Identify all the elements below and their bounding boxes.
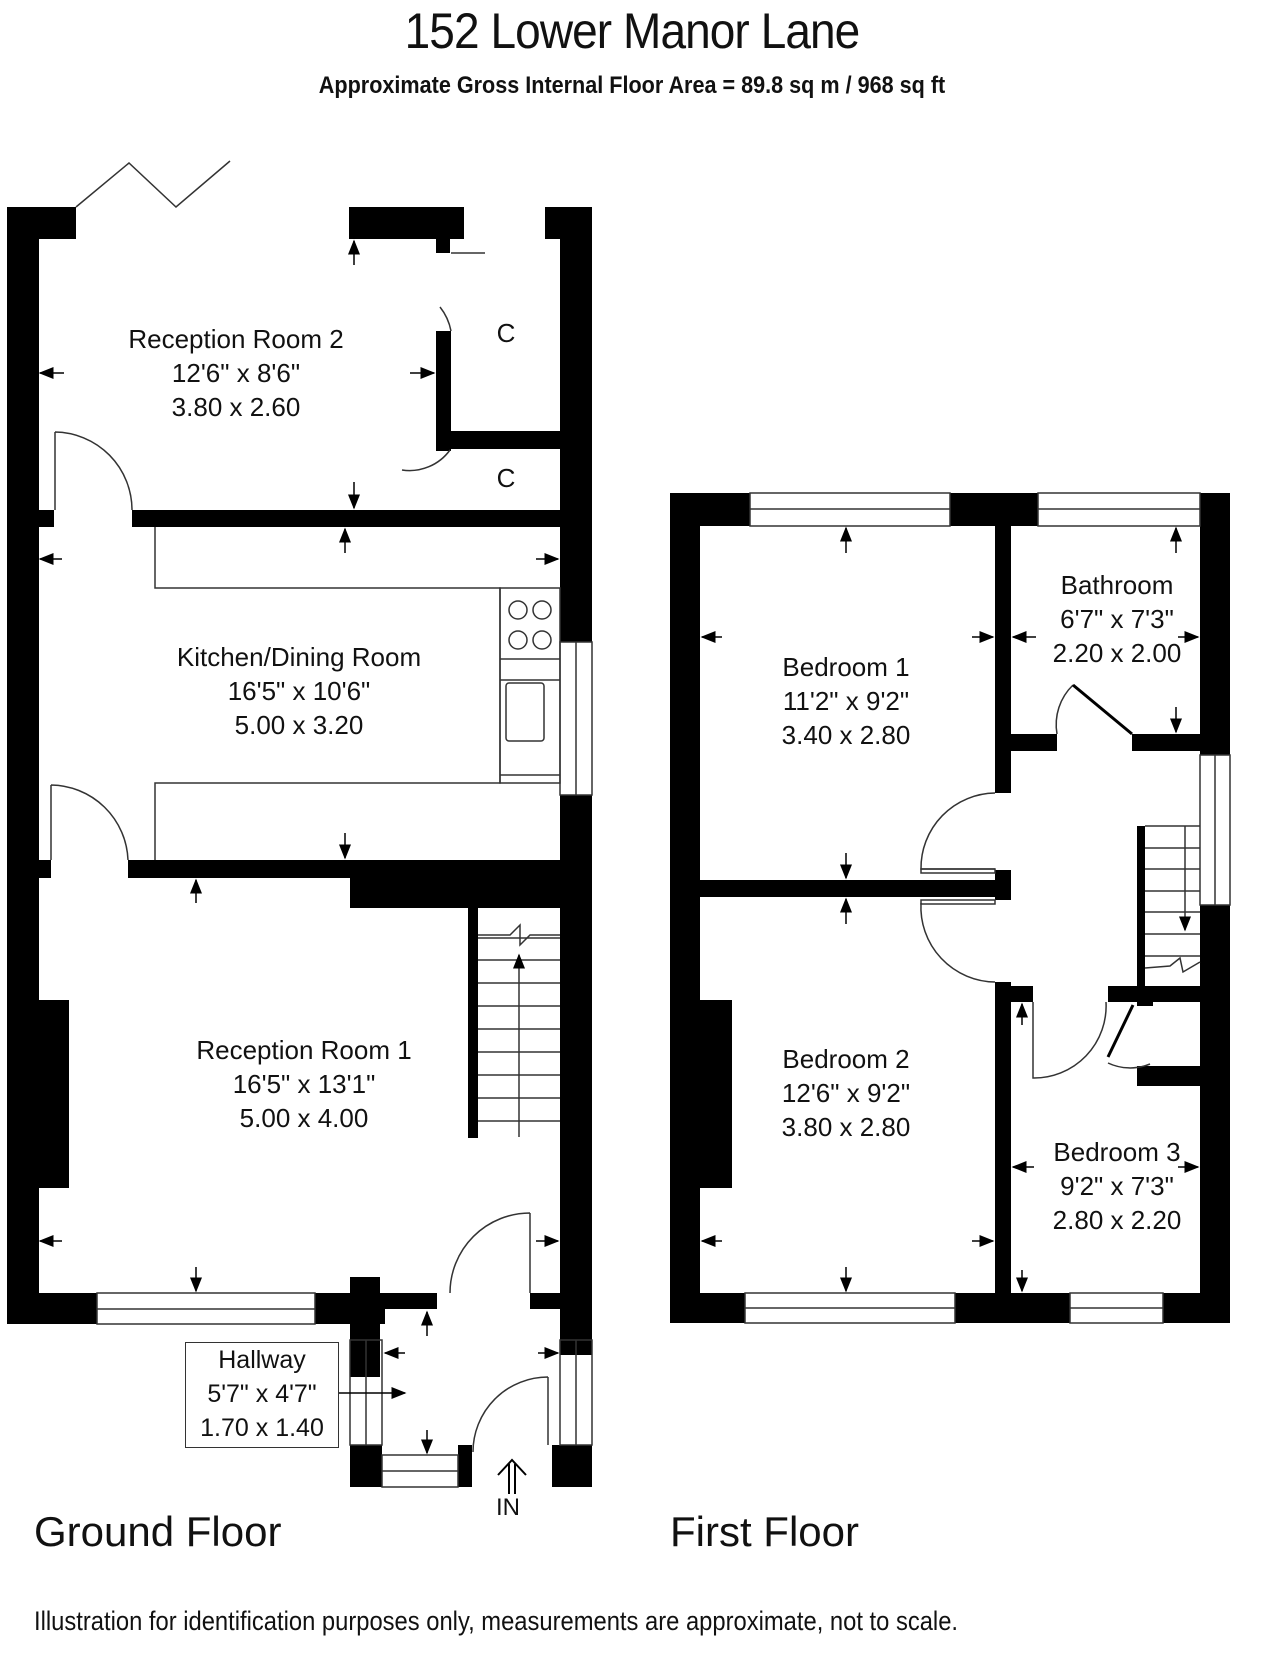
room-reception-2: Reception Room 2 12'6" x 8'6" 3.80 x 2.6… (128, 322, 343, 424)
first-floor-label: First Floor (670, 1508, 859, 1555)
room-size-imperial: 9'2" x 7'3" (1060, 1171, 1174, 1201)
room-name: Kitchen/Dining Room (176, 642, 422, 672)
room-name: Bedroom 3 (1053, 1137, 1181, 1167)
ground-floor-label: Ground Floor (34, 1508, 282, 1555)
room-name: Reception Room 2 (128, 324, 344, 354)
first-floor-stairs (1144, 825, 1201, 974)
room-name: Hallway (218, 1346, 306, 1374)
room-size-metric: 5.00 x 3.20 (234, 710, 364, 740)
room-hallway: Hallway 5'7" x 4'7" 1.70 x 1.40 (185, 1342, 339, 1448)
room-size-metric: 3.80 x 2.60 (171, 392, 301, 422)
first-floor-walls (670, 493, 1230, 1323)
room-size-metric: 1.70 x 1.40 (200, 1414, 324, 1442)
entrance-label: IN (496, 1494, 520, 1521)
closet-label: C (496, 463, 516, 493)
first-floor-dimension-arrows (700, 526, 1200, 1293)
disclaimer-text: Illustration for identification purposes… (34, 1606, 959, 1636)
room-size-imperial: 11'2" x 9'2" (782, 686, 910, 716)
room-name: Reception Room 1 (196, 1035, 412, 1065)
entrance-arrow-icon (497, 1458, 527, 1494)
room-bedroom-2: Bedroom 2 12'6" x 9'2" 3.80 x 2.80 (782, 1042, 911, 1144)
room-kitchen-dining: Kitchen/Dining Room 16'5" x 10'6" 5.00 x… (177, 640, 421, 742)
closet-label: C (496, 318, 516, 348)
room-name: Bedroom 1 (782, 652, 910, 682)
room-bedroom-1: Bedroom 1 11'2" x 9'2" 3.40 x 2.80 (782, 650, 911, 752)
room-size-imperial: 16'5" x 10'6" (227, 676, 371, 706)
room-size-metric: 5.00 x 4.00 (239, 1103, 369, 1133)
room-name: Bedroom 2 (782, 1044, 910, 1074)
floor-area-summary: Approximate Gross Internal Floor Area = … (318, 72, 946, 99)
ground-floor-walls (7, 207, 592, 1487)
room-size-imperial: 12'6" x 9'2" (781, 1078, 911, 1108)
room-size-imperial: 5'7" x 4'7" (207, 1380, 317, 1408)
room-size-metric: 3.80 x 2.80 (781, 1112, 911, 1142)
room-reception-1: Reception Room 1 16'5" x 13'1" 5.00 x 4.… (196, 1033, 411, 1135)
room-name: Bathroom (1060, 570, 1174, 600)
room-size-metric: 2.80 x 2.20 (1052, 1205, 1182, 1235)
room-bedroom-3: Bedroom 3 9'2" x 7'3" 2.80 x 2.20 (1053, 1135, 1182, 1237)
ground-floor-windows-doors (50, 160, 593, 1488)
ground-floor-stairs (478, 923, 560, 1137)
room-size-imperial: 16'5" x 13'1" (232, 1069, 376, 1099)
room-bathroom: Bathroom 6'7" x 7'3" 2.20 x 2.00 (1053, 568, 1182, 670)
room-size-imperial: 6'7" x 7'3" (1060, 604, 1174, 634)
room-size-metric: 2.20 x 2.00 (1052, 638, 1182, 668)
room-size-metric: 3.40 x 2.80 (781, 720, 911, 750)
room-size-imperial: 12'6" x 8'6" (171, 358, 301, 388)
property-title: 152 Lower Manor Lane (404, 3, 861, 59)
first-floor-windows-doors (744, 492, 1231, 1324)
ground-floor-dimension-arrows (38, 239, 560, 1455)
